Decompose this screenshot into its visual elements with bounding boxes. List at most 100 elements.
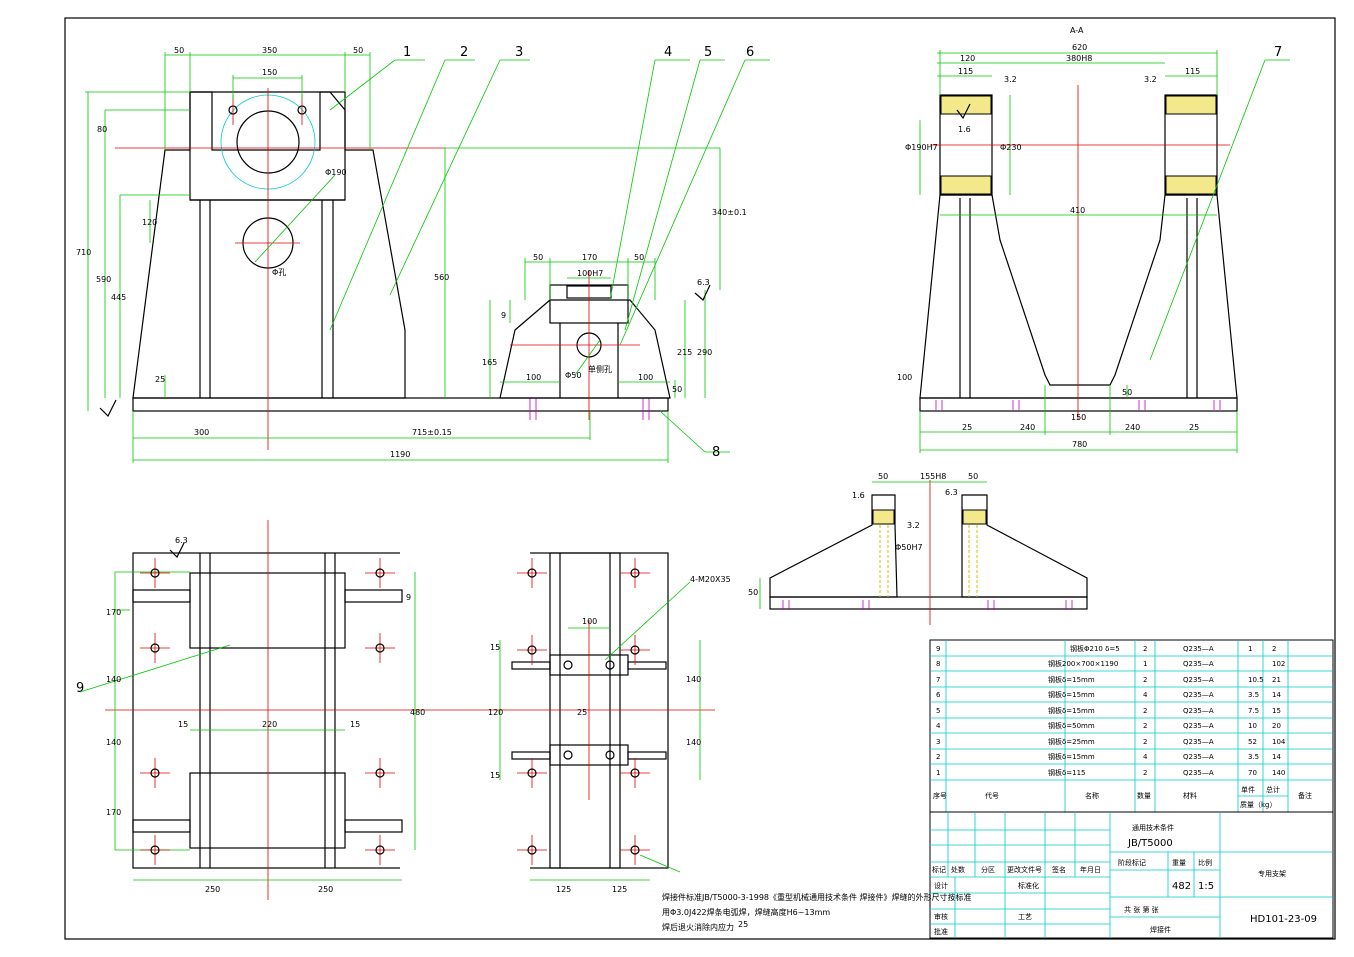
bom-material: Q235—A (1183, 645, 1214, 653)
bom-name: 钢板200×700×1190 (1048, 659, 1118, 668)
bom-total: 104 (1272, 738, 1286, 746)
bom-row: 9 钢板Φ210 δ=5 2 Q235—A 1 2 (936, 644, 1276, 653)
sv-rough-a: 3.2 (1004, 75, 1017, 84)
pv-dim-250-b: 250 (318, 885, 333, 894)
balloon-6: 6 (746, 45, 754, 60)
pv-dim-480: 480 (410, 708, 425, 717)
bom-row: 5 钢板δ=15mm 2 Q235—A 7.5 15 (936, 706, 1281, 715)
bom-table (929, 639, 1334, 813)
pv-rdim-25: 25 (577, 708, 587, 717)
tb-role: 批准 (934, 927, 948, 936)
bom-no: 6 (936, 691, 941, 699)
plan-view (79, 520, 715, 900)
balloon-7: 7 (1274, 45, 1282, 60)
tb-mass: 482 (1172, 881, 1191, 892)
tb-role: 工艺 (1018, 913, 1032, 921)
bom-total: 14 (1272, 691, 1281, 699)
pv-dim-9: 9 (406, 593, 411, 602)
bom-unit: 10 (1248, 722, 1257, 730)
dim-1190: 1190 (390, 450, 410, 459)
tb-sheets: 共 张 第 张 (1124, 905, 1159, 914)
bom-header-code: 代号 (985, 791, 999, 800)
tb-rev-label: 更改文件号 (1007, 865, 1042, 874)
ss-dim-50-b: 50 (634, 253, 644, 262)
ss-dim-phi50: Φ50 (565, 371, 581, 380)
bom-unit: 70 (1248, 769, 1257, 777)
bom-material: Q235—A (1183, 753, 1214, 761)
bom-qty: 2 (1143, 676, 1147, 684)
ss-dim-165: 165 (482, 358, 497, 367)
pv-dim-170-a: 170 (106, 608, 121, 617)
balloon-4: 4 (664, 45, 672, 60)
tb-role: 标准化 (1018, 881, 1039, 890)
bom-name: 钢板δ=25mm (1048, 737, 1095, 746)
balloon-8: 8 (712, 445, 720, 460)
bom-material: Q235—A (1183, 769, 1214, 777)
pv-thread-callout: 4-M20X35 (690, 575, 731, 584)
tb-drawing-no: HD101-23-09 (1250, 914, 1317, 925)
bom-material: Q235—A (1183, 722, 1214, 730)
balloon-9: 9 (76, 681, 84, 696)
bom-total: 14 (1272, 753, 1281, 761)
dv-dim-155h8: 155H8 (920, 472, 946, 481)
dv-rough-3-2: 3.2 (907, 521, 920, 530)
dim-120: 120 (142, 218, 157, 227)
dv-dim-phi50h7: Φ50H7 (895, 543, 923, 552)
tech-note-2: 用Φ3.0J422焊条电弧焊，焊缝高度H6~13mm (662, 907, 830, 917)
ss-dim-50-c: 50 (672, 385, 682, 394)
front-view (85, 52, 770, 463)
bom-unit: 10.5 (1248, 676, 1264, 684)
bom-header-total: 总计 (1266, 785, 1280, 794)
dim-50-b: 50 (353, 46, 363, 55)
sv-dim-120: 120 (960, 54, 975, 63)
pv-rdim-125-b: 125 (612, 885, 627, 894)
sv-rough-b: 3.2 (1144, 75, 1157, 84)
pv-dim-140-b: 140 (106, 738, 121, 747)
ss-dim-340: 340±0.1 (712, 208, 747, 217)
bom-total: 20 (1272, 722, 1281, 730)
sv-dim-150: 150 (1071, 413, 1086, 422)
tech-note-extra: 25 (738, 920, 748, 929)
tb-standard-title: 通用技术条件 (1132, 823, 1174, 832)
balloon-1: 1 (403, 45, 411, 60)
dim-50-a: 50 (174, 46, 184, 55)
bom-unit: 1 (1248, 645, 1252, 653)
tech-note-1: 焊接件标准JB/T5000-3-1998《重型机械通用技术条件 焊接件》焊缝的外… (662, 892, 972, 902)
bom-material: Q235—A (1183, 691, 1214, 699)
bom-qty: 2 (1143, 738, 1147, 746)
ss-dim-170: 170 (582, 253, 597, 262)
bom-row: 8 钢板200×700×1190 1 Q235—A 102 (936, 659, 1285, 668)
sv-dim-780: 780 (1072, 440, 1087, 449)
dim-560: 560 (434, 273, 449, 282)
dv-dim-50-a: 50 (878, 472, 888, 481)
bom-unit: 52 (1248, 738, 1257, 746)
tb-type: 焊接件 (1150, 925, 1171, 934)
dim-350: 350 (262, 46, 277, 55)
bom-name: 钢板δ=50mm (1048, 721, 1095, 730)
bom-qty: 1 (1143, 660, 1147, 668)
bom-qty: 2 (1143, 645, 1147, 653)
balloon-5: 5 (704, 45, 712, 60)
bom-unit: 7.5 (1248, 707, 1259, 715)
dim-phi190: Φ190 (325, 168, 347, 177)
pv-dim-15-a: 15 (178, 720, 188, 729)
pv-rdim-140-b: 140 (686, 738, 701, 747)
ss-dim-100h7: 100H7 (577, 269, 603, 278)
bom-no: 8 (936, 660, 940, 668)
sv-dim-25-b: 25 (1189, 423, 1199, 432)
bom-row: 7 钢板δ=15mm 2 Q235—A 10.5 21 (936, 675, 1281, 684)
dim-25: 25 (155, 375, 165, 384)
bom-row: 3 钢板δ=25mm 2 Q235—A 52 104 (936, 737, 1286, 746)
tb-rev-label: 签名 (1052, 865, 1066, 874)
bom-material: Q235—A (1183, 676, 1214, 684)
dv-dim-50-c: 50 (748, 588, 758, 597)
bom-material: Q235—A (1183, 660, 1214, 668)
section-label: A-A (1070, 26, 1084, 35)
ss-dim-6-3: 6.3 (697, 278, 710, 287)
bom-total: 2 (1272, 645, 1276, 653)
tech-note-3: 焊后退火消除内应力 (662, 922, 734, 932)
tb-stage-label: 阶段标记 (1118, 858, 1146, 867)
pv-dim-15-b: 15 (350, 720, 360, 729)
bom-no: 4 (936, 722, 941, 730)
bom-row: 6 钢板δ=15mm 4 Q235—A 3.5 14 (936, 690, 1281, 699)
